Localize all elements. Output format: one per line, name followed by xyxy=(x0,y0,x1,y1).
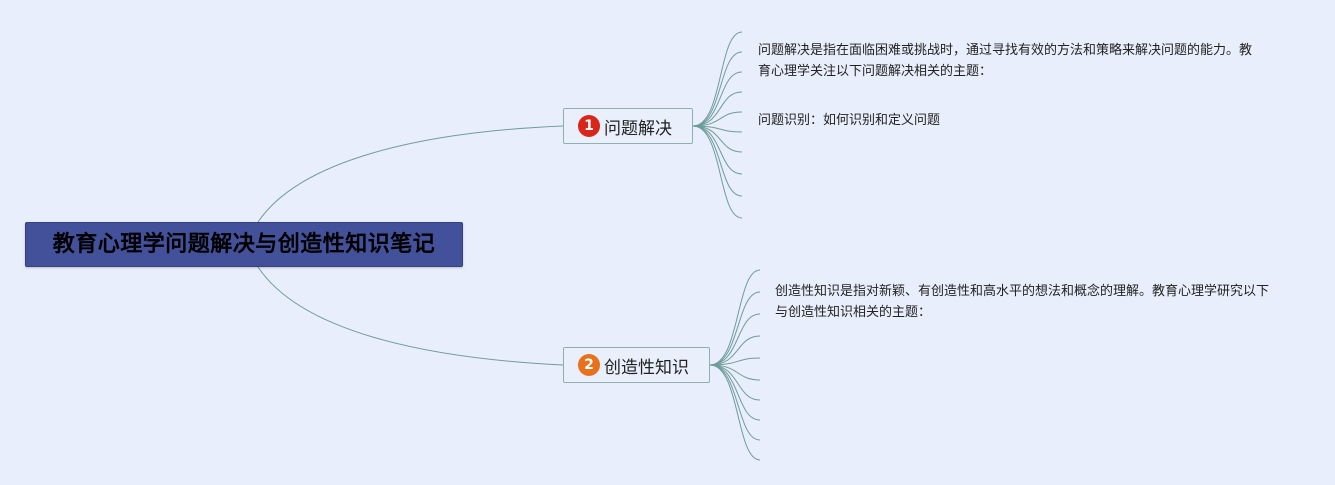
priority-2-icon: 2 xyxy=(578,354,600,376)
fan-connector-2-2 xyxy=(709,313,761,366)
fan-connector-2-0 xyxy=(709,269,761,366)
subtopic-problem-identification[interactable]: 问题识别：如何识别和定义问题 xyxy=(758,113,941,128)
fan-connector-1-7 xyxy=(692,125,743,175)
topic-label: 创造性知识 xyxy=(604,357,689,378)
root-connector-2 xyxy=(257,266,564,366)
root-topic[interactable]: 教育心理学问题解决与创造性知识笔记 xyxy=(25,222,463,267)
topic-creative-knowledge[interactable]: 2 创造性知识 xyxy=(563,347,710,383)
topic-label: 问题解决 xyxy=(604,118,672,139)
priority-1-icon: 1 xyxy=(578,115,600,137)
fan-connector-1-9 xyxy=(692,125,743,219)
root-connector-1 xyxy=(257,125,564,223)
fan-connector-2-1 xyxy=(709,291,761,366)
fan-connector-1-3 xyxy=(692,91,743,127)
fan-connector-1-2 xyxy=(692,71,743,127)
fan-connector-2-7 xyxy=(709,364,761,421)
topic-problem-solving[interactable]: 1 问题解决 xyxy=(563,108,693,144)
fan-connector-1-6 xyxy=(692,125,743,153)
topic-description[interactable]: 创造性知识是指对新颖、有创造性和高水平的想法和概念的理解。教育心理学研究以下与创… xyxy=(775,284,1270,320)
topic-description[interactable]: 问题解决是指在面临困难或挑战时，通过寻找有效的方法和策略来解决问题的能力。教育心… xyxy=(758,43,1253,79)
fan-connector-2-6 xyxy=(709,364,761,401)
fan-connector-1-1 xyxy=(692,51,743,127)
fan-connector-2-9 xyxy=(709,364,761,461)
fan-connector-1-0 xyxy=(692,31,743,127)
fan-connector-1-4 xyxy=(692,111,743,127)
fan-connector-2-3 xyxy=(709,335,761,366)
